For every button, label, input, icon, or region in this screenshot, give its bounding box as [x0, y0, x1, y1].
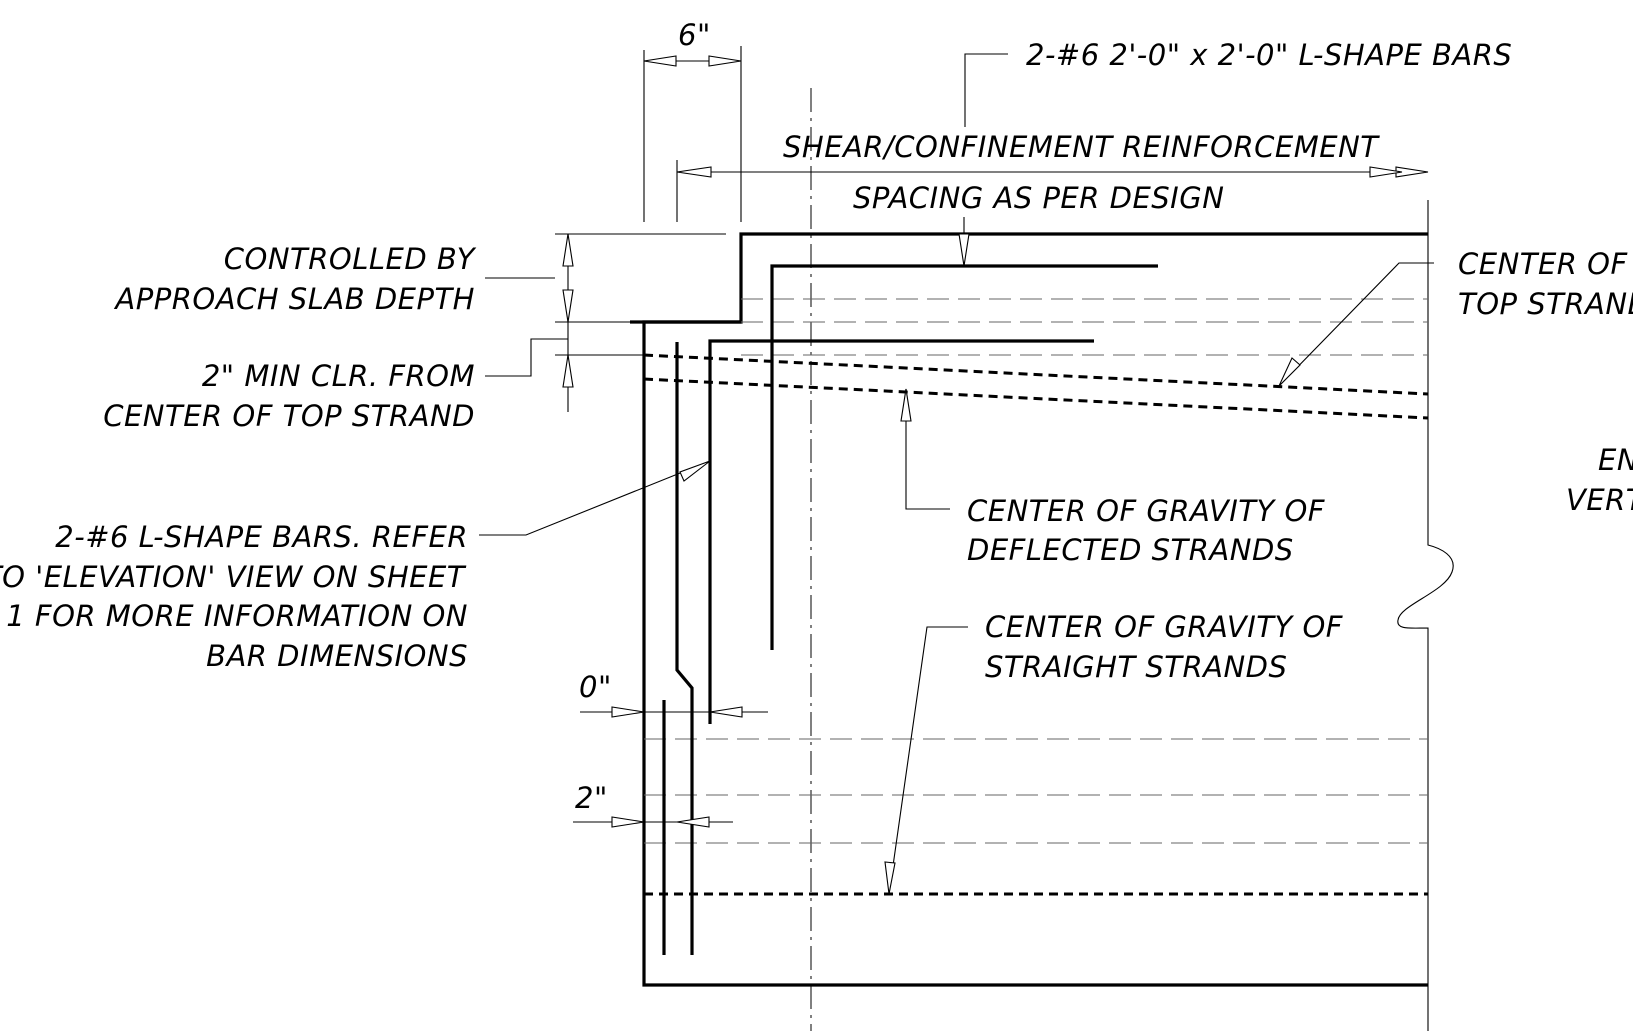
- cut-text-line2: VERT: [1566, 483, 1633, 517]
- l-bars-left-line2: TO 'ELEVATION' VIEW ON SHEET: [0, 560, 467, 594]
- hidden-lines: [644, 298, 1428, 844]
- deflected-strand-bottom: [643, 377, 1429, 420]
- cg-straight-label-line2: STRAIGHT STRANDS: [985, 650, 1287, 684]
- controlled-label-line1: CONTROLLED BY: [224, 242, 477, 276]
- leader-cg-deflected: CENTER OF GRAVITY OF DEFLECTED STRANDS: [900, 388, 1326, 567]
- reinforcing-bars: [662, 264, 1158, 955]
- cg-deflected-label-line2: DEFLECTED STRANDS: [967, 533, 1294, 567]
- leader-l-bars-left: 2-#6 L-SHAPE BARS. REFER TO 'ELEVATION' …: [0, 460, 711, 673]
- deflected-strand-top: [643, 353, 1429, 396]
- cut-off-note: EN VERT: [1566, 443, 1633, 517]
- center-top-label-line2: TOP STRAND: [1458, 287, 1633, 321]
- dim-top-6in: 6": [643, 18, 742, 222]
- leader-center-top-strand: CENTER OF TOP STRAND: [1278, 247, 1633, 387]
- shear-label-line2: SPACING AS PER DESIGN: [853, 181, 1224, 215]
- cg-straight-label-line1: CENTER OF GRAVITY OF: [985, 610, 1344, 644]
- cg-deflected-label-line1: CENTER OF GRAVITY OF: [967, 494, 1326, 528]
- l-bars-left-line4: BAR DIMENSIONS: [206, 639, 468, 673]
- l-shape-bars-top-label: 2-#6 2'-0" x 2'-0" L-SHAPE BARS: [1026, 38, 1512, 72]
- l-bars-left-line1: 2-#6 L-SHAPE BARS. REFER: [55, 520, 468, 554]
- cut-text-line1: EN: [1598, 443, 1633, 477]
- dim-two-label: 2": [575, 781, 608, 815]
- dim-top-width-label: 6": [678, 18, 711, 52]
- l-bar-lower: [708, 339, 1094, 724]
- dim-left-vertical: CONTROLLED BY APPROACH SLAB DEPTH 2" MIN…: [103, 233, 726, 433]
- controlled-label-line2: APPROACH SLAB DEPTH: [113, 282, 475, 316]
- min-clr-label-line1: 2" MIN CLR. FROM: [202, 359, 475, 393]
- leader-cg-straight: CENTER OF GRAVITY OF STRAIGHT STRANDS: [884, 610, 1344, 895]
- dim-two: 2": [573, 781, 733, 828]
- min-clr-label-line2: CENTER OF TOP STRAND: [103, 399, 475, 433]
- beam-outline: [630, 200, 1454, 1031]
- dim-zero-label: 0": [579, 670, 612, 704]
- shear-label-line1: SHEAR/CONFINEMENT REINFORCEMENT: [783, 130, 1380, 164]
- dim-shear-spacing: SHEAR/CONFINEMENT REINFORCEMENT SPACING …: [676, 130, 1429, 267]
- l-bars-left-line3: 1 FOR MORE INFORMATION ON: [6, 599, 468, 633]
- center-top-label-line1: CENTER OF: [1458, 247, 1628, 281]
- strand-lines: [643, 353, 1429, 896]
- stirrup-leg-left: [675, 342, 694, 955]
- dim-zero: 0": [579, 670, 768, 718]
- break-line: [1397, 200, 1454, 1031]
- l-bar-top: [770, 264, 1158, 650]
- leader-l-shape-bars-top: 2-#6 2'-0" x 2'-0" L-SHAPE BARS: [964, 38, 1512, 127]
